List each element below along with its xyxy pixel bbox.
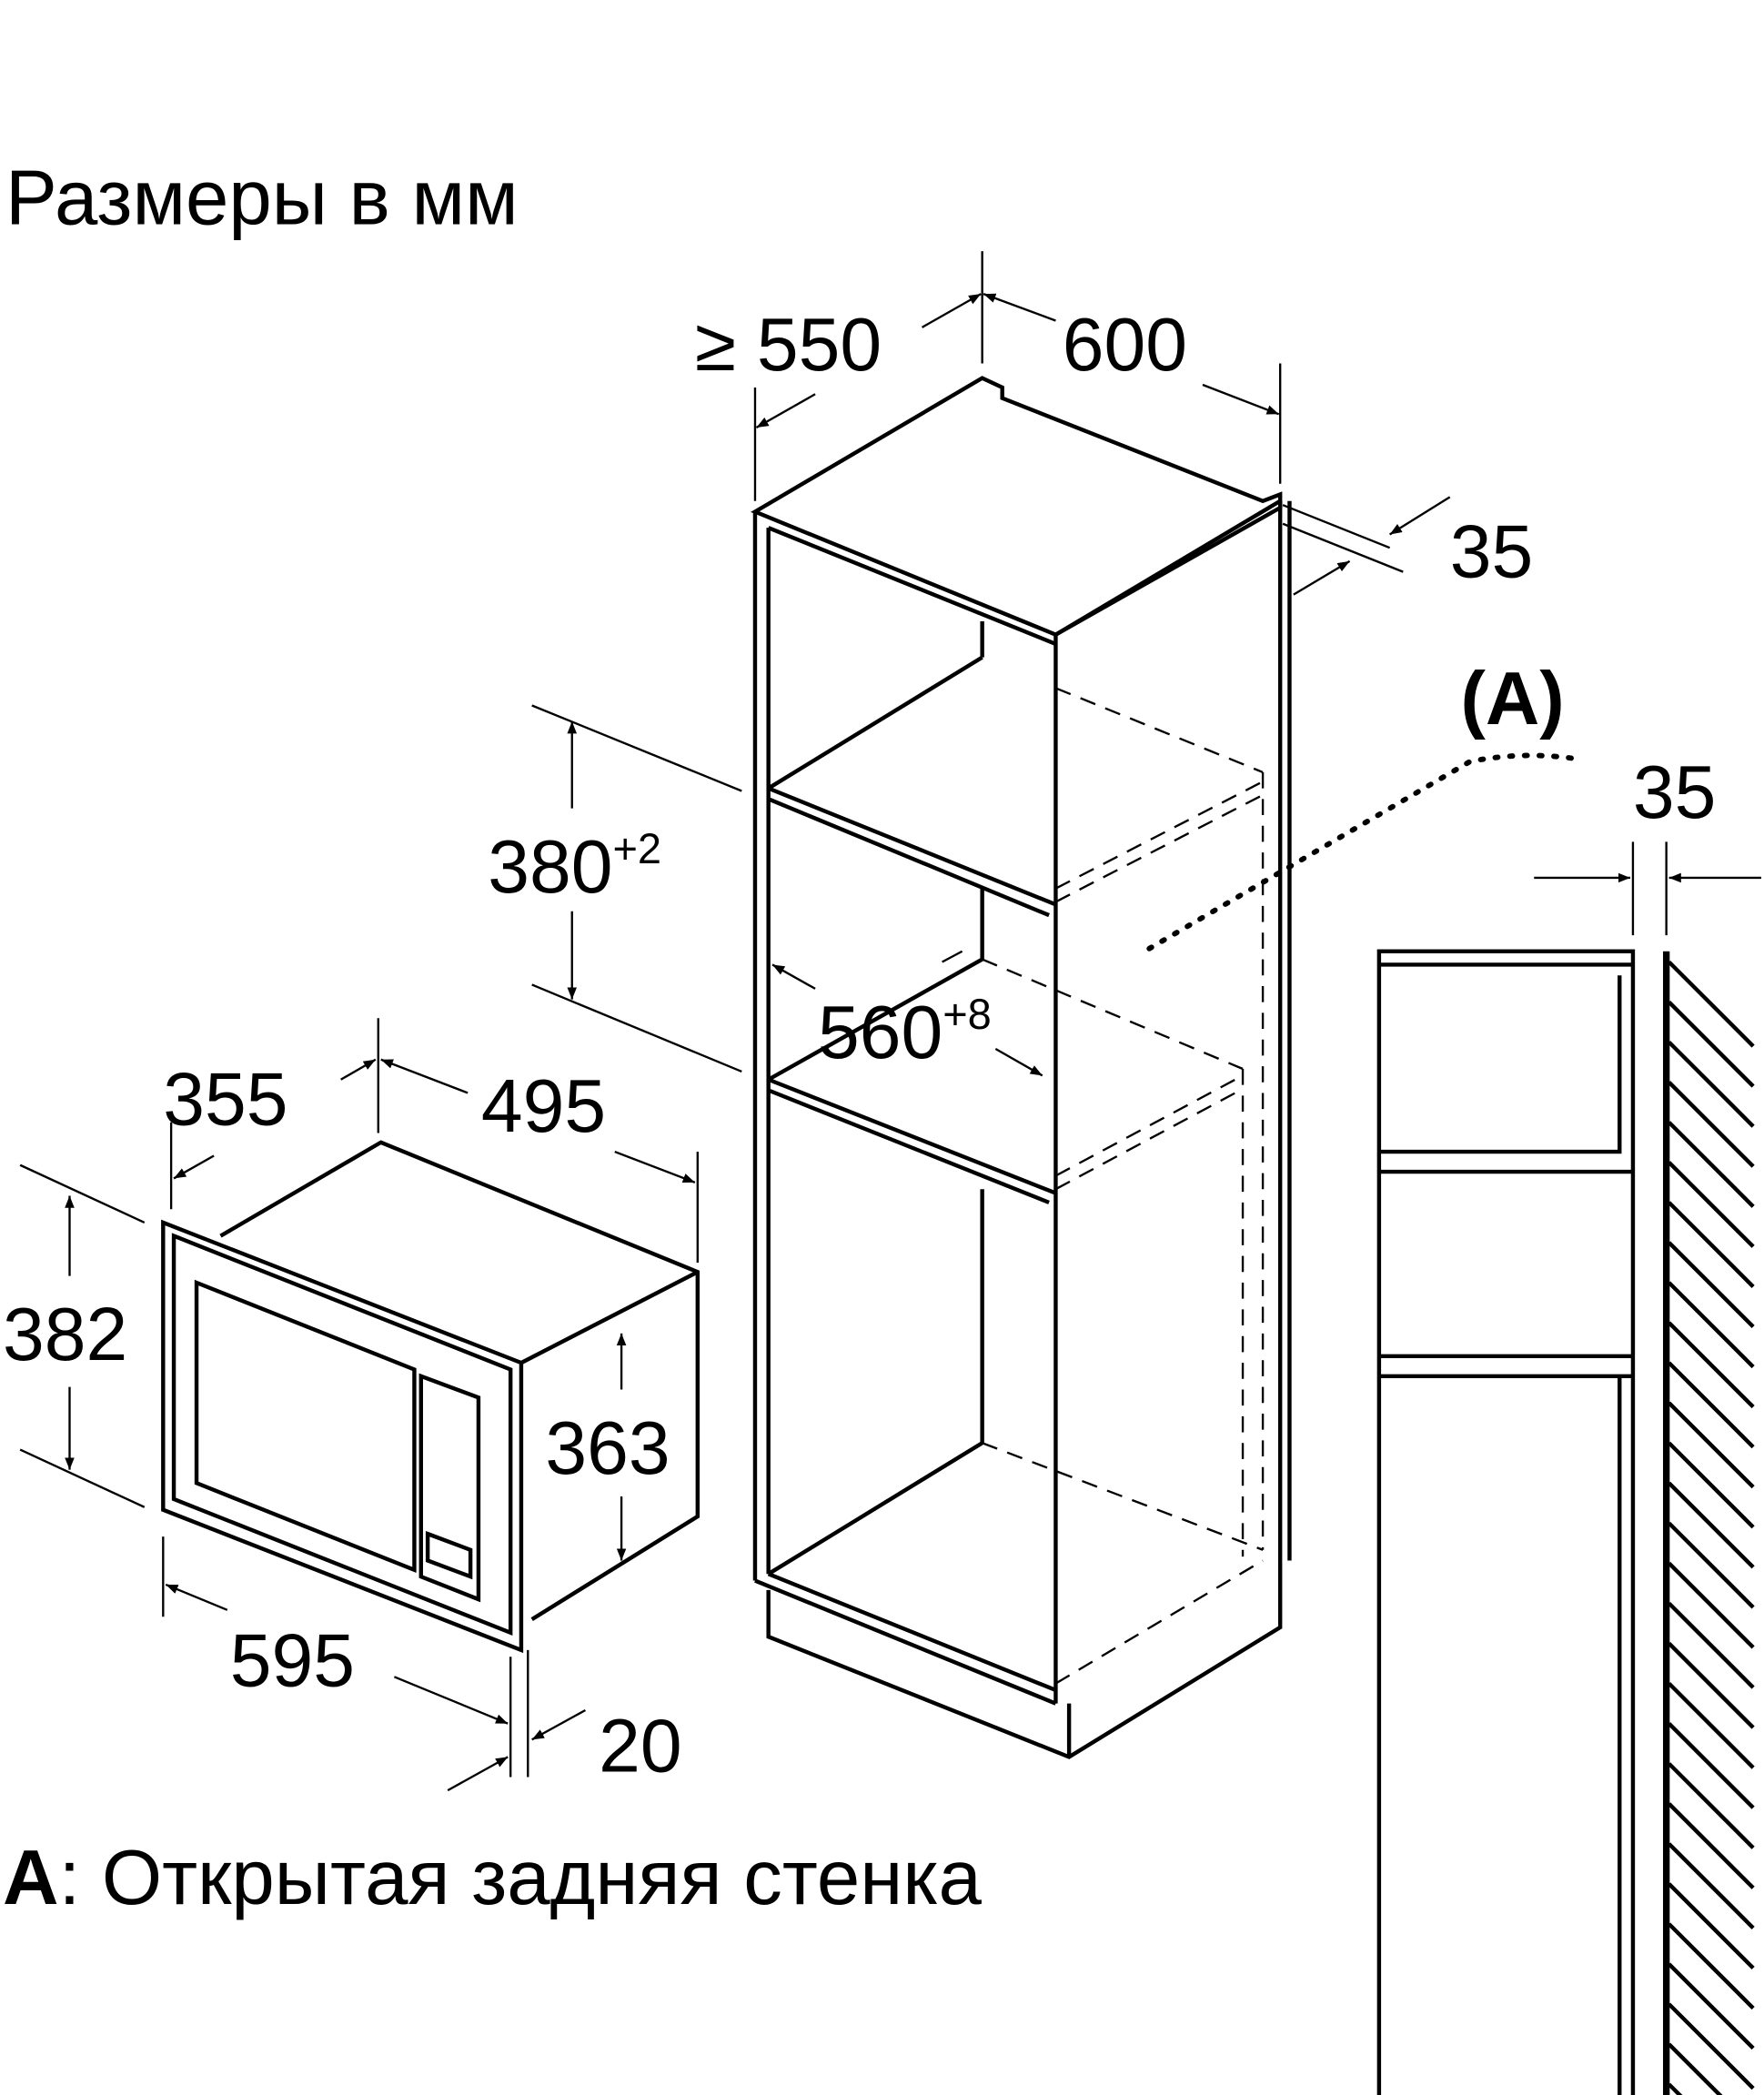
niche-width-tolerance: +8 — [942, 990, 992, 1038]
wall-hatch-line — [1668, 1722, 1755, 1809]
wall-hatch-line — [1668, 1281, 1755, 1369]
wall-hatch-line — [1668, 1001, 1755, 1088]
wall-hatch-line — [1668, 1121, 1755, 1208]
wall-hatch-line — [1668, 1481, 1755, 1569]
wall-hatch-line — [1668, 2002, 1755, 2090]
wall-hatch-line — [1668, 1401, 1755, 1489]
wall-hatch-line — [1668, 1762, 1755, 1849]
legend: A: Открытая задняя стенка — [3, 1835, 982, 1921]
cabinet-width-label: 600 — [1063, 304, 1187, 387]
niche-height-value: 380 — [488, 826, 612, 909]
appliance-height-label: 382 — [3, 1294, 127, 1376]
wall-hatch-line — [1668, 1041, 1755, 1128]
wall-hatch-line — [1668, 1441, 1755, 1529]
wall-hatch-line — [1668, 960, 1755, 1048]
wall-hatch-line — [1668, 1922, 1755, 2010]
wall-hatch-line — [1668, 1682, 1755, 1769]
cabinet-drawing — [751, 376, 1292, 1759]
wall-hatch-line — [1668, 1201, 1755, 1288]
wall-hatch-line — [1668, 1802, 1755, 1889]
appliance-body-width-label: 495 — [481, 1065, 606, 1148]
cabinet-depth-label: ≥ 550 — [695, 304, 882, 387]
wall-hatch-line — [1668, 1521, 1755, 1609]
niche-height-label: 380+2 — [488, 824, 661, 909]
wall-hatch-line — [1668, 1321, 1755, 1409]
niche-width-value: 560 — [818, 992, 942, 1074]
wall-hatch-line — [1668, 1361, 1755, 1449]
legend-text: : Открытая задняя стенка — [59, 1835, 983, 1921]
wall-hatch-line — [1668, 2042, 1723, 2095]
wall-hatch-line — [1668, 1882, 1755, 1970]
open-back-leader — [1146, 752, 1580, 952]
wall-hatch-line — [1668, 1642, 1755, 1729]
niche-height-tolerance: +2 — [612, 824, 661, 872]
wall-hatch-line — [1668, 1842, 1755, 1929]
wall-hatch-line — [1668, 1601, 1755, 1689]
cabinet-rear-gap-label: 35 — [1450, 511, 1534, 594]
wall-hatch-line — [1668, 1081, 1755, 1168]
wall-hatch-line — [1668, 1962, 1755, 2050]
appliance-drawing — [161, 1140, 701, 1654]
appliance-front-thickness-label: 20 — [599, 1706, 682, 1788]
side-view-rear-gap-label: 35 — [1633, 751, 1717, 834]
appliance-depth-label: 355 — [163, 1059, 287, 1142]
legend-key: A — [3, 1835, 59, 1921]
open-back-marker: (A) — [1460, 658, 1564, 740]
cabinet-dimensions — [531, 251, 1451, 1077]
wall-hatch-line — [1668, 1561, 1755, 1649]
appliance-dimensions — [19, 1018, 699, 1792]
appliance-body-height-label: 363 — [545, 1407, 670, 1490]
page-title: Размеры в мм — [5, 156, 519, 242]
wall-hatch-line — [1668, 1241, 1755, 1329]
wall-hatch-line — [1668, 1161, 1755, 1248]
niche-width-label: 560+8 — [818, 990, 992, 1074]
side-view-drawing — [1376, 841, 1761, 2095]
appliance-width-label: 595 — [230, 1620, 355, 1703]
